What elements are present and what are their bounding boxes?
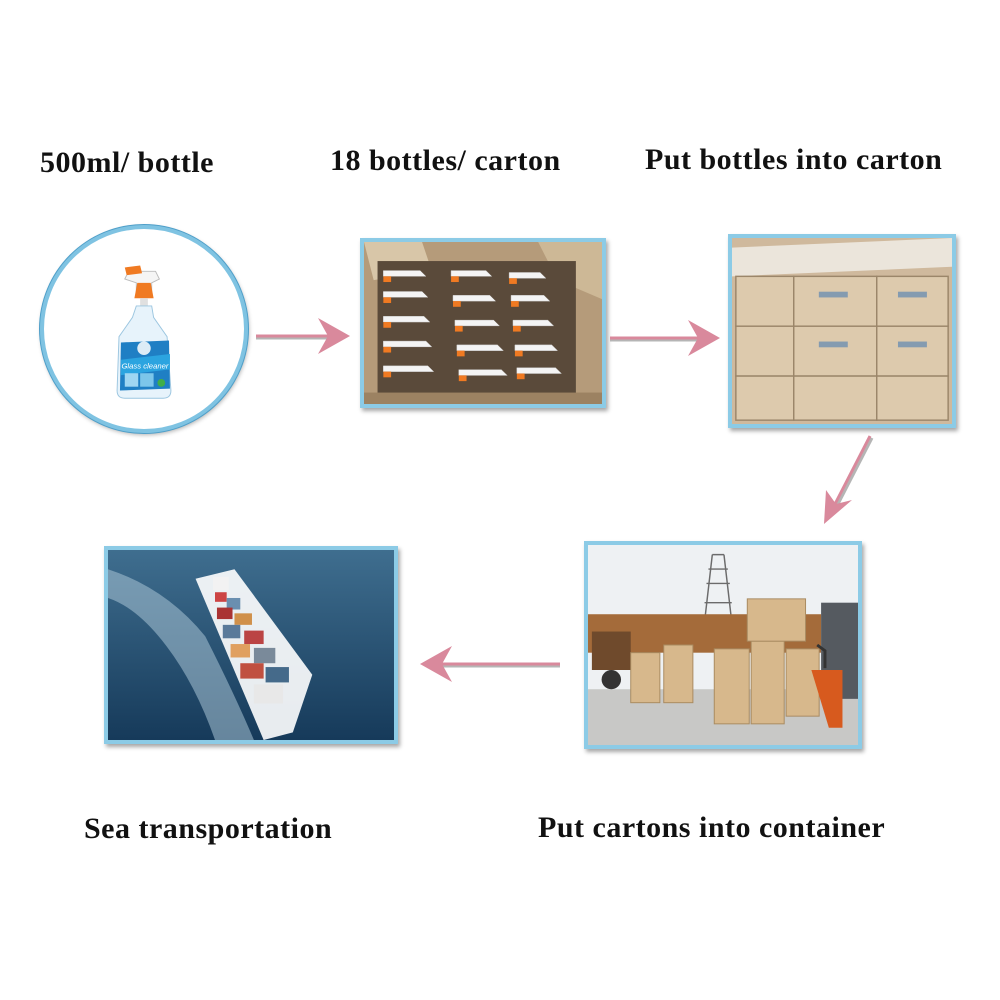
step-label-carton: 18 bottles/ carton <box>330 144 561 177</box>
product-label-text: Glass cleaner <box>121 361 168 370</box>
arrow-bottle-to-carton <box>256 318 350 354</box>
container-ship-image <box>104 546 398 744</box>
arrow-container-to-shipping <box>420 646 560 682</box>
ship-at-sea-illustration <box>108 550 394 740</box>
arrow-carton-to-packing <box>610 320 720 356</box>
step-label-container: Put cartons into container <box>538 811 886 844</box>
warehouse-loading-illustration <box>588 545 858 745</box>
packed-cartons-image <box>728 234 956 428</box>
open-carton-illustration <box>364 242 602 404</box>
step-label-bottle: 500ml/ bottle <box>40 146 214 179</box>
container-loading-image <box>584 541 862 749</box>
bottle-image: Glass cleaner <box>40 225 248 433</box>
carton-image <box>360 238 606 408</box>
spray-bottle-illustration: Glass cleaner <box>116 265 172 399</box>
carton-stack-illustration <box>732 238 952 424</box>
arrow-packing-to-container <box>824 435 874 524</box>
step-label-packing: Put bottles into carton <box>645 143 943 176</box>
step-label-shipping: Sea transportation <box>84 812 333 845</box>
